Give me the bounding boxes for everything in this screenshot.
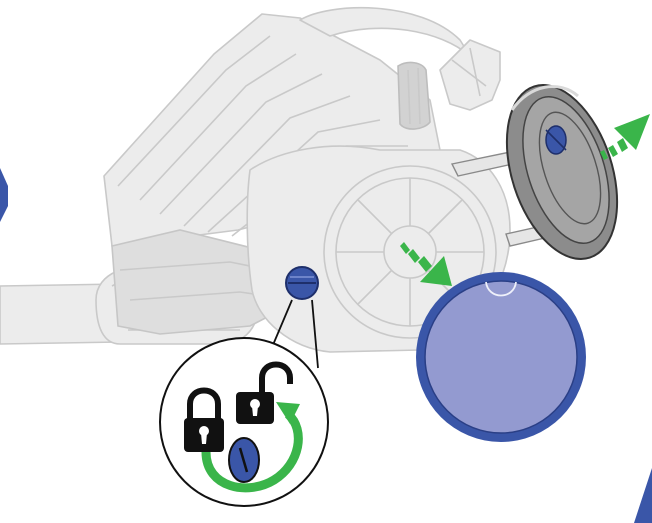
grip-band — [398, 63, 430, 130]
unlock-detail-callout — [160, 338, 328, 506]
edge-chevron-right — [634, 468, 652, 523]
cover-lock-button[interactable] — [286, 267, 318, 299]
filter-latch-icon — [546, 126, 566, 154]
wheel-cover[interactable] — [416, 272, 586, 442]
edge-chevron-left — [0, 168, 8, 222]
lock-knob-detail — [229, 438, 259, 482]
vacuum-body — [0, 8, 510, 352]
